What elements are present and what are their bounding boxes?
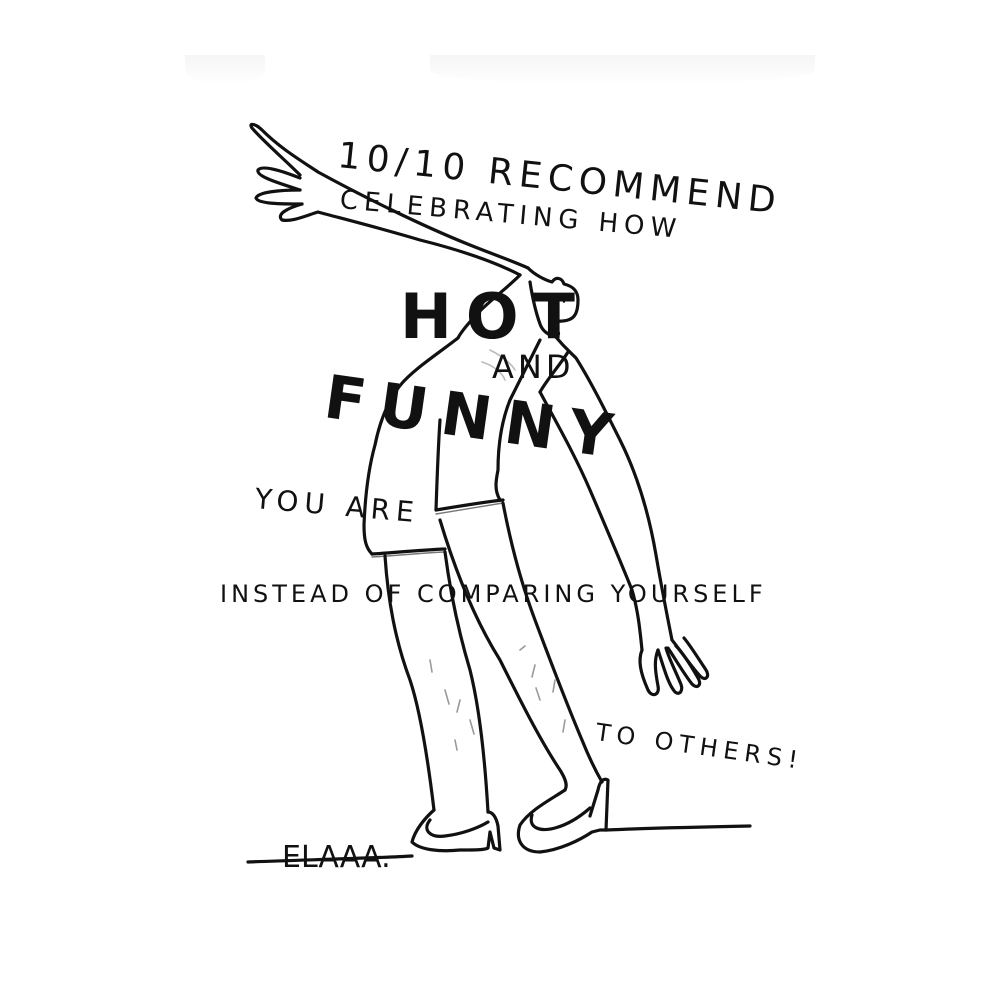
scan-smudge-right [430, 55, 815, 85]
ground-line-left [246, 854, 414, 864]
legs [383, 501, 604, 814]
raised-arm [249, 122, 530, 277]
sweater-body [362, 273, 674, 652]
lowered-hand [638, 636, 710, 697]
artist-signature: ELAAA. [282, 840, 391, 875]
text-hot: HOT [400, 280, 589, 353]
shoes [410, 777, 610, 854]
ground-line-right [604, 824, 752, 832]
text-instead: INSTEAD OF COMPARING YOURSELF [220, 580, 767, 608]
head [526, 266, 580, 338]
scan-smudge-left [185, 55, 265, 85]
text-and: AND [492, 348, 575, 386]
